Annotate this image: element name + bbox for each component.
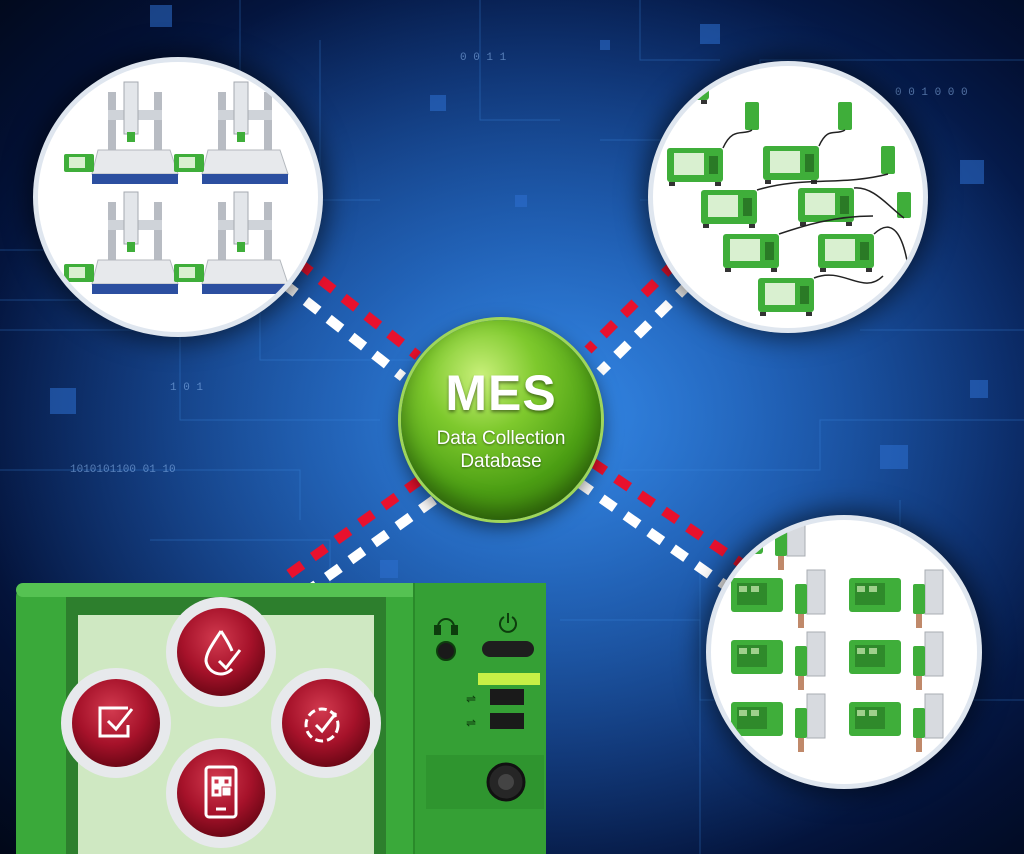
checkbox-button[interactable] xyxy=(61,668,171,778)
checkbox-icon xyxy=(98,706,134,738)
qr-phone-button[interactable] xyxy=(166,738,276,848)
controller-device: ⇌ ⇌ xyxy=(16,583,546,854)
dispense-controller-icon xyxy=(653,66,911,316)
headphone-icon xyxy=(434,618,458,635)
svg-text:⇌: ⇌ xyxy=(466,716,476,730)
valve-controller-icon xyxy=(711,520,944,753)
dispense-drop-check-icon xyxy=(204,630,242,676)
svg-text:1 0 1: 1 0 1 xyxy=(170,382,203,394)
mes-hub: MES Data Collection Database xyxy=(401,320,601,520)
node-valves xyxy=(711,520,977,784)
hub-title: MES xyxy=(445,365,557,421)
power-icon xyxy=(499,613,517,633)
svg-text:0 0 1 1: 0 0 1 1 xyxy=(460,52,507,64)
svg-text:1010101100 01 10: 1010101100 01 10 xyxy=(70,464,176,476)
svg-text:0 0 1 0 0 0: 0 0 1 0 0 0 xyxy=(895,87,968,99)
usb-port xyxy=(490,713,524,729)
qr-phone-icon xyxy=(204,765,238,819)
power-button[interactable] xyxy=(482,641,534,657)
hub-subtitle-line1: Data Collection xyxy=(436,428,566,449)
node-robots xyxy=(38,62,318,332)
usb-port xyxy=(490,689,524,705)
settings-check-button[interactable] xyxy=(271,668,381,778)
dispense-drop-check-button[interactable] xyxy=(166,597,276,707)
hub-subtitle-line2: Database xyxy=(460,451,542,472)
node-controllers xyxy=(653,66,923,328)
settings-check-icon xyxy=(304,707,340,743)
dispensing-robot-icon xyxy=(63,81,289,295)
svg-text:⇌: ⇌ xyxy=(466,692,476,706)
